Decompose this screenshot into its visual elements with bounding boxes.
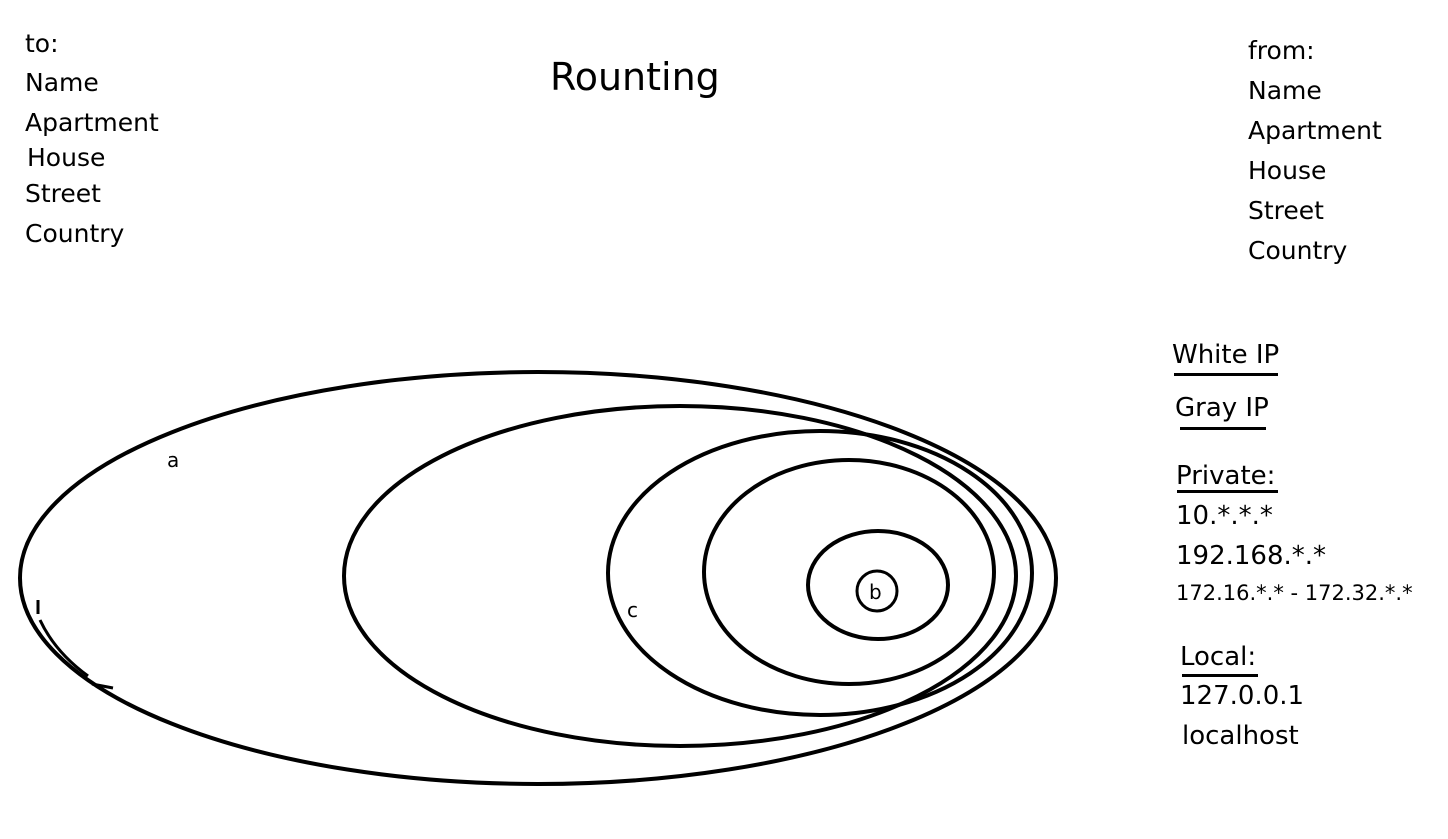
from-field-house: House [1248,156,1327,185]
label-a: a [167,448,179,472]
gray-ip-label: Gray IP [1175,393,1269,423]
private-range-10: 10.*.*.* [1176,501,1273,531]
network-ring-2 [342,404,1018,748]
network-ring-4 [702,458,996,686]
network-ring-5 [806,529,950,641]
label-b: b [869,580,882,604]
private-underline [1177,490,1278,493]
private-range-172: 172.16.*.* - 172.32.*.* [1176,581,1413,605]
local-ip-value: 127.0.0.1 [1180,681,1305,711]
to-field-apartment: Apartment [25,108,159,137]
hand-drawn-stroke [36,600,114,690]
network-ring-3 [606,429,1034,717]
private-heading: Private: [1176,461,1276,491]
label-c: c [627,598,638,622]
white-ip-label: White IP [1172,340,1280,370]
network-ring-6 [855,569,899,613]
network-ring-1 [18,370,1058,786]
from-field-street: Street [1248,196,1324,225]
to-field-country: Country [25,219,125,248]
gray-ip-underline [1180,427,1266,430]
from-field-name: Name [1248,76,1322,105]
to-field-street: Street [25,179,101,208]
white-ip-underline [1174,373,1278,376]
from-field-apartment: Apartment [1248,116,1382,145]
localhost-value: localhost [1182,721,1299,751]
to-heading: to: [25,29,59,58]
page-title: Rounting [550,55,720,99]
to-field-name: Name [25,68,99,97]
from-field-country: Country [1248,236,1348,265]
local-heading: Local: [1180,642,1257,672]
from-heading: from: [1248,36,1315,65]
to-field-house: House [27,143,106,172]
local-underline [1182,674,1258,677]
private-range-192: 192.168.*.* [1176,541,1327,571]
